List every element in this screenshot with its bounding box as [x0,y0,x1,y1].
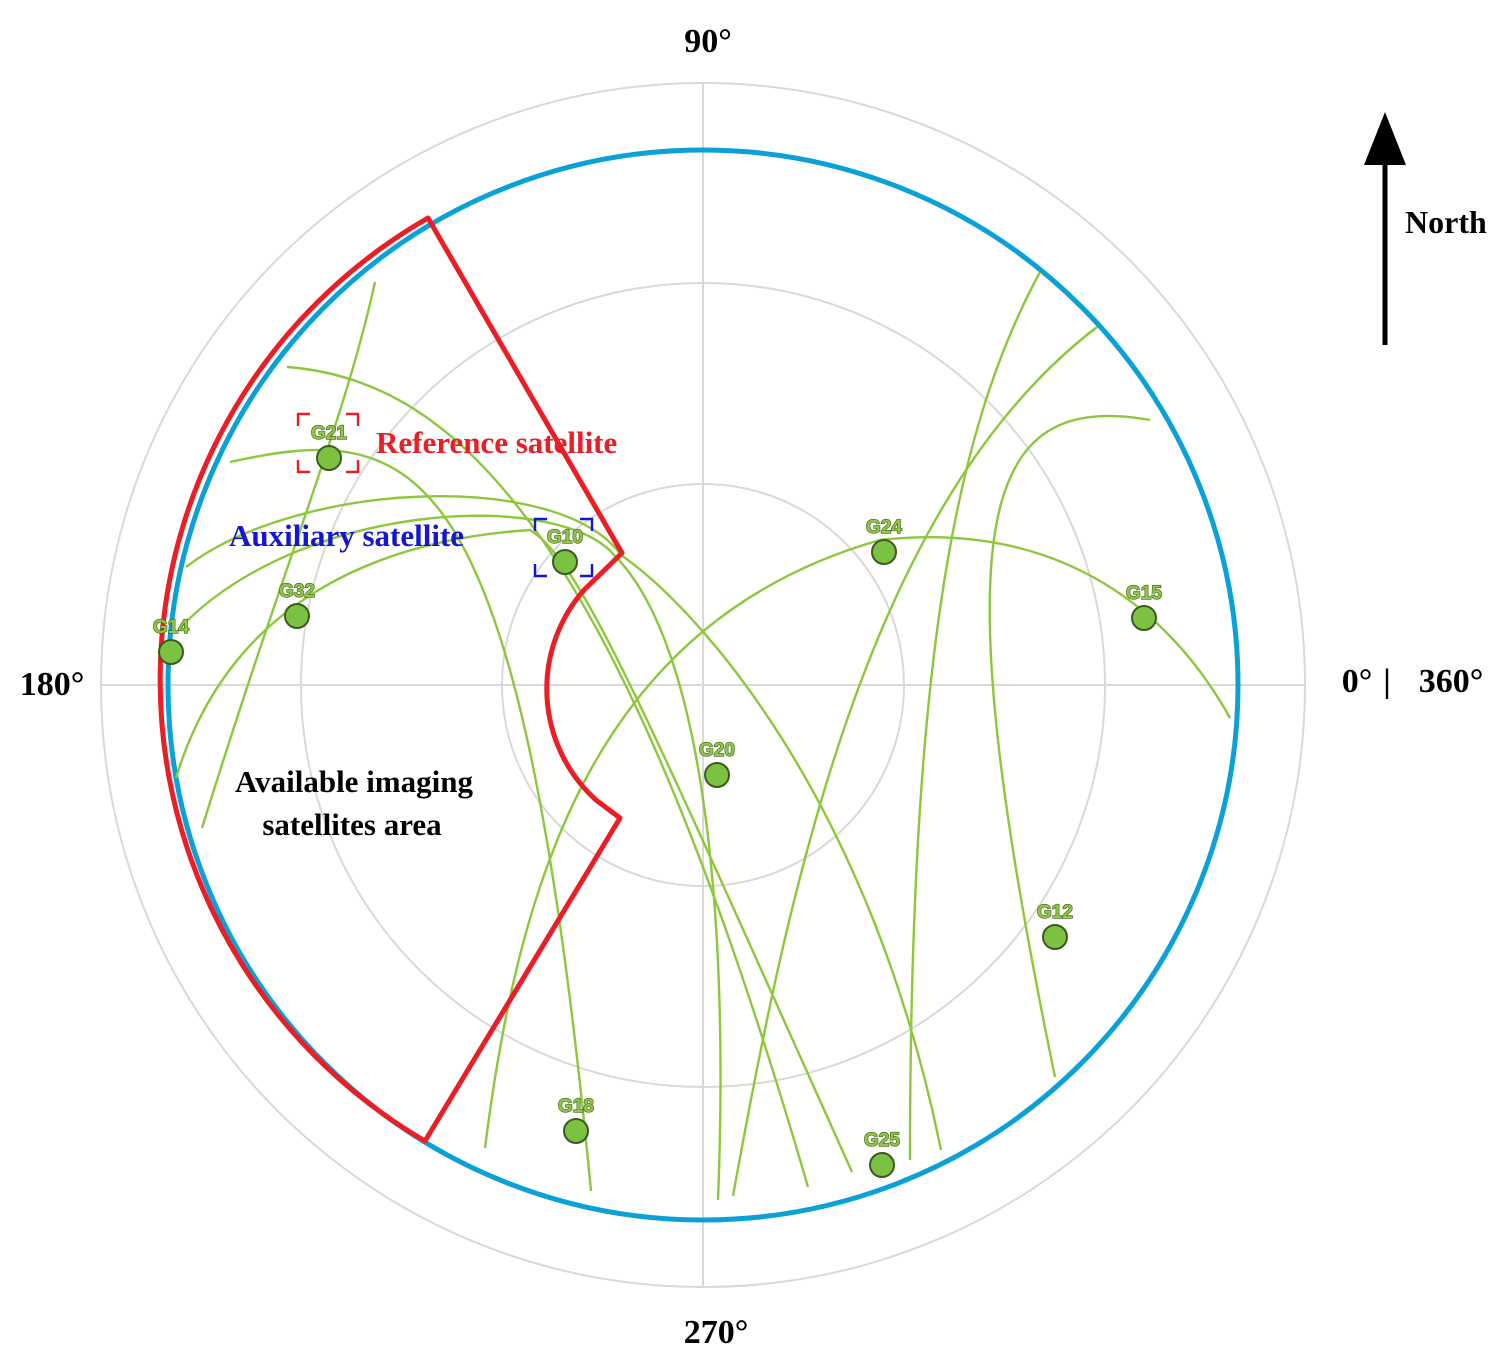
satellite-dot [316,445,342,471]
satellite-dot [1042,924,1068,950]
satellite-label: G21 [311,423,347,444]
satellite-dot [1131,605,1157,631]
satellite-marker-g12: G12 [1036,901,1074,950]
satellite-label: G14 [153,617,189,638]
satellite-dot [871,539,897,565]
satellite-track [908,271,1042,1161]
satellite-label: G24 [866,517,902,538]
satellite-dot [158,639,184,665]
satellite-dot [704,762,730,788]
satellite-marker-g24: G24 [865,516,903,565]
satellite-marker-g21: G21 [310,422,348,471]
reference-satellite-label: Reference satellite [376,425,617,460]
angle-label-0: 0° [1342,663,1373,700]
satellite-dot [869,1152,895,1178]
satellite-dot [552,549,578,575]
satellite-label: G15 [1126,583,1162,604]
satellite-tracks [174,271,1232,1201]
angle-label-90: 90° [684,23,732,60]
satellite-label: G25 [864,1130,900,1151]
satellite-marker-g10: G10 [546,526,584,575]
north-arrow [1364,112,1406,345]
satellite-track [174,528,854,1173]
available-area-label-line1: Available imaging [235,764,473,799]
satellite-track [177,514,722,1201]
angle-label-270: 270° [684,1314,749,1351]
auxiliary-satellite-marker-box [533,517,594,578]
polar-grid [100,82,1306,1288]
satellite-track [988,414,1151,1078]
available-imaging-area-boundary [157,215,625,1144]
reference-satellite-marker-box [296,412,360,474]
horizon-mask-circle [165,147,1241,1223]
angle-label-360: 360° [1419,663,1484,700]
satellite-label: G20 [699,740,735,761]
north-label: North [1405,204,1487,240]
satellite-label: G12 [1037,902,1073,923]
available-area-label-line2: satellites area [262,807,442,842]
north-arrow-head [1364,112,1406,165]
satellite-label: G18 [558,1096,594,1117]
satellite-track [200,281,377,829]
angle-label-separator: | [1383,663,1391,700]
satellite-track [185,495,943,1151]
satellite-marker-g14: G14 [152,616,190,665]
auxiliary-satellite-label: Auxiliary satellite [229,518,464,553]
angle-label-180: 180° [20,666,85,703]
satellite-marker-g18: G18 [557,1095,595,1144]
satellite-marker-g20: G20 [698,739,736,788]
satellite-marker-g15: G15 [1125,582,1163,631]
satellite-dot [563,1118,589,1144]
satellite-dot [284,603,310,629]
satellite-label: G32 [279,581,315,602]
satellite-track [229,448,593,1192]
satellite-marker-g25: G25 [863,1129,901,1178]
satellite-marker-g32: G32 [278,580,316,629]
satellite-track [731,326,1098,1197]
satellite-label: G10 [547,527,583,548]
